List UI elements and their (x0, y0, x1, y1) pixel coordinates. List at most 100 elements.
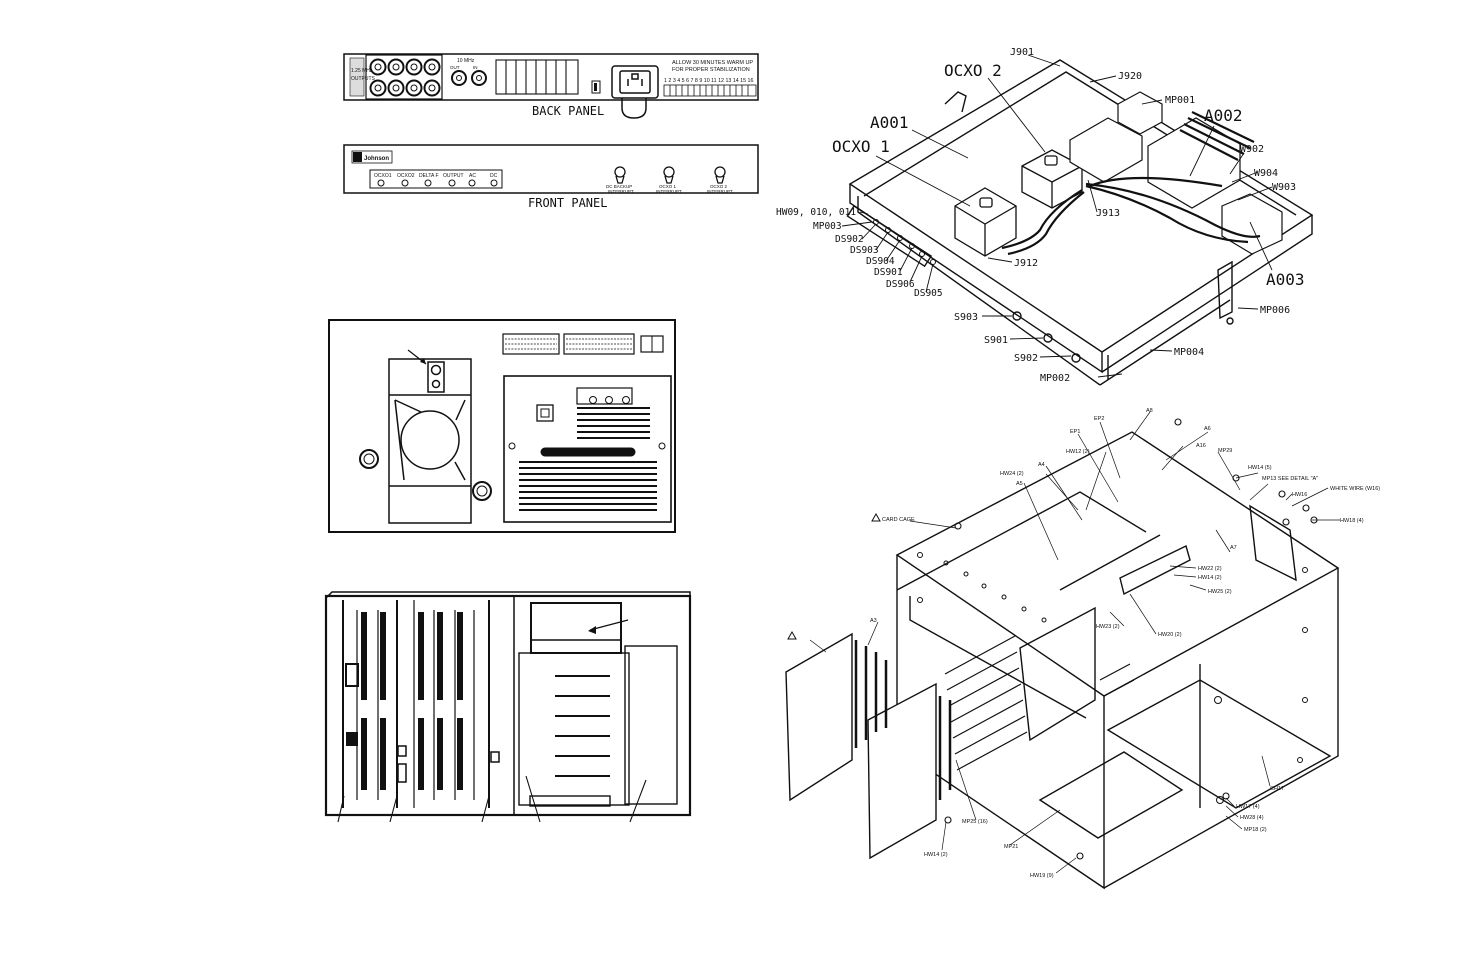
label-s901: S901 (984, 335, 1008, 346)
label-a6: A6 (1204, 426, 1211, 432)
label-white-wire: WHITE WIRE (W16) (1330, 486, 1380, 492)
wire-harness (1001, 176, 1261, 256)
label-a4: A4 (1038, 462, 1045, 468)
out-label: OUT (450, 65, 460, 70)
label-mp001: MP001 (1165, 95, 1195, 106)
screws (1012, 311, 1234, 363)
label-ch17: CH17 (1270, 786, 1284, 792)
heat-sink (1179, 111, 1255, 161)
back-panel-title: BACK PANEL (532, 104, 604, 118)
mount-knob-right (472, 481, 492, 501)
warning-icons (787, 512, 881, 640)
led-row (873, 219, 936, 265)
brand-logo: Johnson (364, 156, 389, 162)
ind-label-ac: AC (469, 173, 476, 179)
ref-label: 10 MHz (457, 58, 475, 64)
label-hw22: HW22 (2) (1198, 566, 1222, 572)
ind-label-output: OUTPUT (443, 173, 464, 179)
front-panel-doors (785, 632, 937, 860)
card-slots (342, 600, 490, 808)
label-hw25: HW25 (2) (1208, 589, 1232, 595)
label-j901: J901 (1010, 47, 1034, 58)
label-hw19: HW19 (9) (1030, 873, 1054, 879)
label-w903: W903 (1272, 182, 1296, 193)
dip-switches (663, 84, 757, 97)
label-ds903: DS903 (850, 245, 879, 256)
switch-1-label: DC BACKUP (606, 184, 632, 189)
label-j920: J920 (1118, 71, 1142, 82)
label-s903: S903 (954, 312, 978, 323)
mount-knob-left (359, 449, 379, 469)
label-hw20: HW20 (2) (1158, 632, 1182, 638)
label-hw14-2b: HW14 (2) (924, 852, 948, 858)
label-hw23: HW23 (2) (1096, 624, 1120, 630)
label-mp29: MP29 (1218, 448, 1232, 454)
cage-labels: A8 EP2 EP1 A16 A6 HW12 (2) MP29 HW24 (2)… (870, 408, 1380, 879)
warmup-text-1: ALLOW 30 MINUTES WARM UP (672, 60, 753, 66)
label-mp18: MP18 (2) (1244, 827, 1267, 833)
front-panel: Johnson OCXO1 OCXO2 DELTA F OUTPUT AC DC… (343, 144, 759, 210)
switch-2-label-2: INTERRUPT (656, 189, 682, 194)
warning-icon (871, 512, 881, 522)
label-card-cage: CARD CAGE (882, 517, 915, 523)
label-mp006: MP006 (1260, 305, 1290, 316)
label-ds906: DS906 (886, 279, 915, 290)
label-s902: S902 (1014, 353, 1038, 364)
label-hw16: HW16 (1292, 492, 1307, 498)
label-w904: W904 (1254, 168, 1278, 179)
psu-vent-lines (519, 407, 657, 511)
label-mp003: MP003 (813, 221, 842, 232)
label-mp13: MP13 SEE DETAIL "A" (1262, 476, 1318, 482)
label-ep1: EP1 (1070, 429, 1080, 435)
power-inlet (611, 65, 659, 119)
label-hw14-5: HW14 (5) (1248, 465, 1272, 471)
outputs-label: 1.25 MHz (351, 68, 373, 74)
hardware-screws (944, 418, 1318, 860)
label-hw14-2a: HW14 (2) (1198, 575, 1222, 581)
vent-slots (495, 59, 579, 95)
ind-label-delta: DELTA F (419, 173, 439, 179)
slot-guides (944, 635, 1135, 771)
connector-pins (505, 338, 632, 350)
outputs-label-2: OUTPUTS (351, 76, 376, 82)
label-ds902: DS902 (835, 234, 864, 245)
label-mp21: MP21 (1004, 844, 1018, 850)
fan-assembly (388, 358, 472, 524)
psu-drawer (518, 602, 678, 807)
logo-icon (353, 152, 362, 162)
card-cage-front-view (324, 591, 692, 823)
ocxo-1-module (954, 187, 1017, 257)
switch-numbers: 1 2 3 4 5 6 7 8 9 10 11 12 13 14 15 16 (664, 78, 753, 84)
a003-board (1221, 193, 1283, 255)
switch-3-label-2: INTERRUPT (707, 189, 733, 194)
back-panel: 1.25 MHz OUTPUTS 10 MHz OUT IN (343, 53, 759, 119)
label-w902: W902 (1240, 144, 1264, 155)
cage-leaders (809, 411, 1340, 874)
ocxo-2-module (1021, 149, 1083, 209)
label-ds904: DS904 (866, 256, 895, 267)
front-panel-title: FRONT PANEL (528, 196, 607, 210)
label-mp004: MP004 (1174, 347, 1204, 358)
in-label: IN (473, 65, 478, 70)
warmup-text-2: FOR PROPER STABILIZATION (672, 67, 750, 73)
label-hw17: HW17 (4) (1236, 804, 1260, 810)
label-a5: A5 (1016, 481, 1023, 487)
warning-icon (787, 630, 797, 640)
label-hw09-011: HW09, 010, 011 (776, 207, 856, 218)
card-connectors (345, 612, 500, 790)
toggle-switches (614, 166, 726, 184)
chassis-labels: J901 J920 OCXO 2 MP001 A002 A001 W902 OC… (776, 47, 1305, 384)
label-ep2: EP2 (1094, 416, 1104, 422)
label-j912: J912 (1014, 258, 1038, 269)
card-cage-exploded: A8 EP2 EP1 A16 A6 HW12 (2) MP29 HW24 (2)… (785, 408, 1380, 890)
label-a7: A7 (1230, 545, 1237, 551)
label-a002: A002 (1204, 106, 1243, 125)
indicator-leds (377, 179, 498, 187)
label-hw12: HW12 (2) (1066, 449, 1090, 455)
label-a3: A3 (870, 618, 877, 624)
callout-leaders (337, 775, 647, 823)
label-a16: A16 (1196, 443, 1206, 449)
ind-label-dc: DC (490, 173, 498, 179)
label-ocxo2: OCXO 2 (944, 61, 1002, 80)
